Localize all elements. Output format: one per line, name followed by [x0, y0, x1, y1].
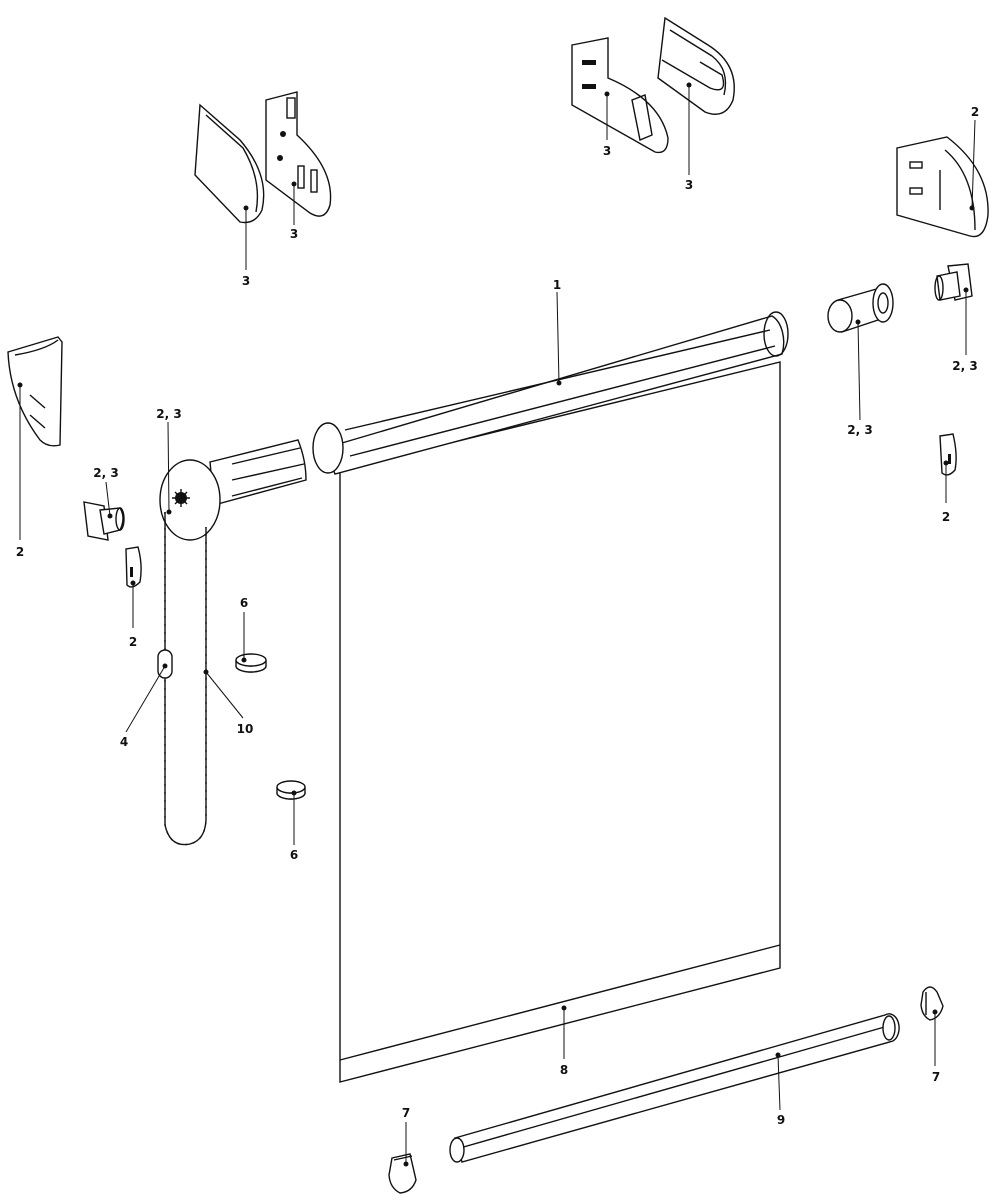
label-bracket-b: 3: [290, 227, 298, 241]
left-clip-small: [125, 546, 142, 588]
limiter-upper: [235, 653, 267, 673]
label-left-plug: 2, 3: [93, 466, 118, 480]
part-labels: 1 8 9 7 7 2 2, 3 2, 3 2 2 2, 3 2 2, 3 4 …: [16, 105, 979, 1127]
bracket-channel-d: [657, 16, 735, 115]
left-clip-large: [7, 336, 63, 447]
label-control-mechanism: 2, 3: [156, 407, 181, 421]
bracket-plate-b: [265, 91, 332, 217]
label-chain: 10: [237, 722, 254, 736]
label-bottom-bar: 9: [777, 1113, 785, 1127]
label-bar-cap-left: 7: [402, 1106, 410, 1120]
ball-chain: [157, 512, 207, 846]
bottom-bar: [449, 1013, 900, 1163]
control-mechanism: [159, 439, 307, 541]
label-left-clip-large: 2: [16, 545, 24, 559]
label-right-plug: 2, 3: [952, 359, 977, 373]
right-clip-small: [939, 433, 957, 476]
bar-cap-left: [388, 1153, 417, 1194]
label-tube: 1: [553, 278, 561, 292]
label-chain-connector: 4: [120, 735, 128, 749]
fabric-screen: [339, 361, 781, 1083]
roller-tube: [312, 311, 789, 475]
label-right-clip-large: 2: [971, 105, 979, 119]
right-end-cap: [827, 283, 894, 333]
label-screen: 8: [560, 1063, 568, 1077]
limiter-lower: [276, 780, 306, 800]
label-right-end-cap: 2, 3: [847, 423, 872, 437]
label-bracket-d: 3: [685, 178, 693, 192]
label-limiter-lower: 6: [290, 848, 298, 862]
cog-icon: [172, 489, 190, 507]
leader-lines: [17, 82, 976, 1167]
bracket-l-c: [571, 37, 669, 154]
label-bracket-c: 3: [603, 144, 611, 158]
bracket-cover-a: [194, 103, 265, 224]
label-limiter-upper: 6: [240, 596, 248, 610]
label-right-clip-small: 2: [942, 510, 950, 524]
label-bracket-a: 3: [242, 274, 250, 288]
right-clip-large: [896, 136, 989, 238]
left-plug: [83, 501, 125, 541]
bar-cap-right: [920, 986, 944, 1021]
label-bar-cap-right: 7: [932, 1070, 940, 1084]
label-left-clip-small: 2: [129, 635, 137, 649]
